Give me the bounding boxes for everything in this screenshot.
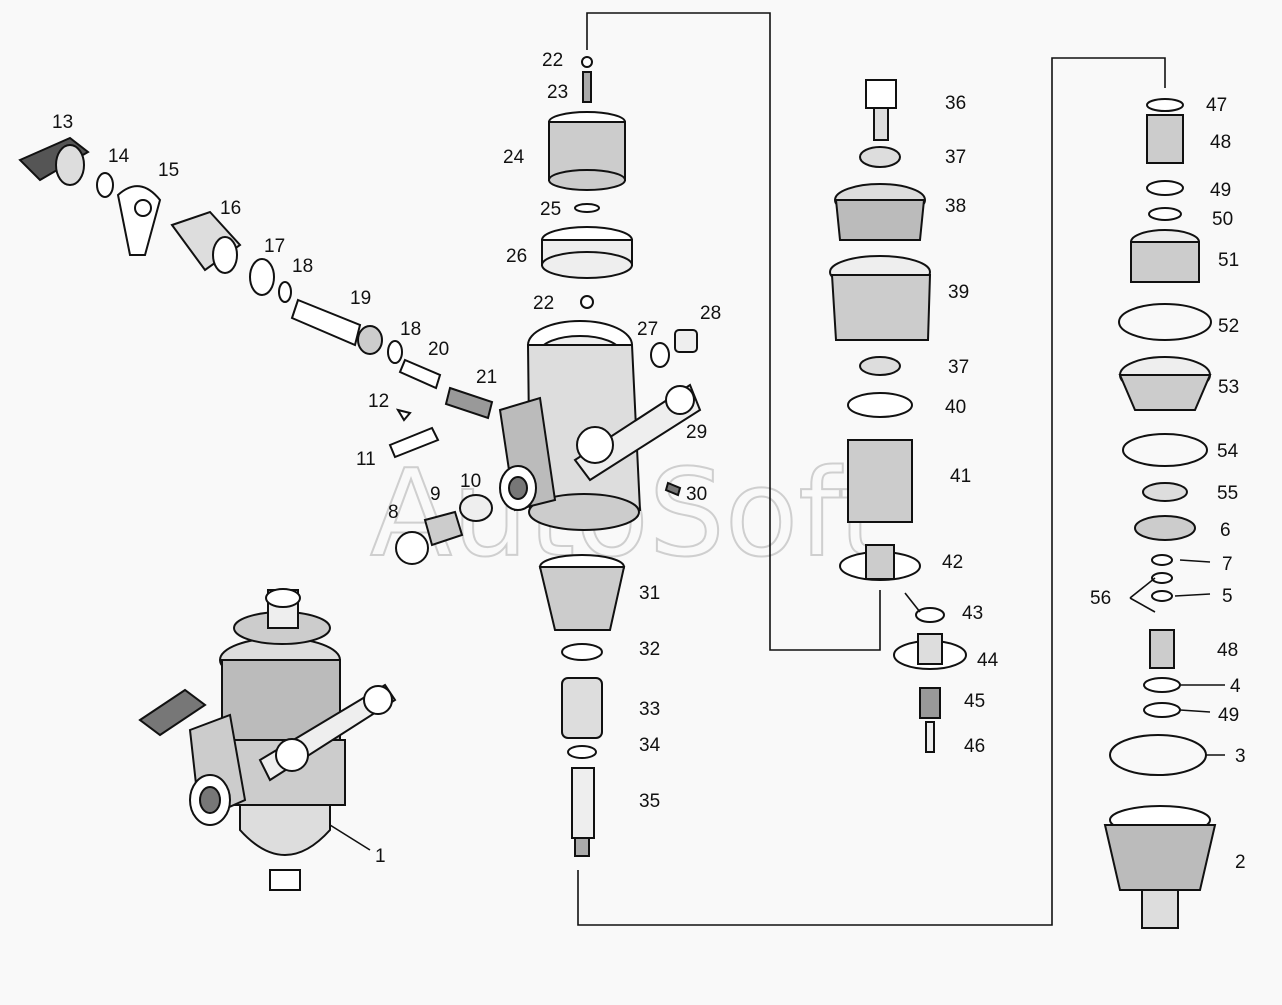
label-5: 5 [1222,586,1233,607]
label-15: 15 [158,160,179,181]
label-32: 32 [639,639,660,660]
label-9: 9 [430,484,441,505]
label-47: 47 [1206,95,1227,116]
label-19: 19 [350,288,371,309]
part-15 [116,185,162,256]
label-45: 45 [964,691,985,712]
label-41: 41 [950,466,971,487]
label-55: 55 [1217,483,1238,504]
label-48-a: 48 [1210,132,1231,153]
label-48-b: 48 [1217,640,1238,661]
label-52: 52 [1218,316,1239,337]
label-40: 40 [945,397,966,418]
part-9 [423,510,464,547]
control-parts-group [18,136,494,565]
callout-labels: 1 2 3 4 5 6 7 8 9 10 11 12 13 14 15 16 1… [52,50,1246,873]
label-37-a: 37 [945,147,966,168]
label-37-b: 37 [948,357,969,378]
label-18-b: 18 [400,319,421,340]
label-42: 42 [942,552,963,573]
label-25: 25 [540,199,561,220]
label-7: 7 [1222,554,1233,575]
label-44: 44 [977,650,999,671]
label-26: 26 [506,246,527,267]
label-30: 30 [686,484,707,505]
part-18-a [278,281,292,303]
assembled-valve-part [138,588,397,891]
part-12 [395,408,412,422]
right-column-parts [829,79,967,753]
label-38: 38 [945,196,966,217]
assembly-connector-lines [577,12,1166,926]
label-10: 10 [460,471,481,492]
part-11 [388,426,440,459]
label-49-a: 49 [1210,180,1231,201]
label-29: 29 [686,422,707,443]
label-11: 11 [356,449,376,470]
far-right-column-parts [1103,98,1217,929]
label-53: 53 [1218,377,1239,398]
label-50: 50 [1212,209,1233,230]
label-20: 20 [428,339,449,360]
part-19 [290,298,362,347]
label-22-b: 22 [533,293,554,314]
label-4: 4 [1230,676,1241,697]
label-56: 56 [1090,588,1111,609]
label-6: 6 [1220,520,1231,541]
label-46: 46 [964,736,985,757]
part-20 [398,358,442,390]
leader-lines [904,559,1225,756]
label-8: 8 [388,502,399,523]
part-17 [249,258,275,296]
label-18-a: 18 [292,256,313,277]
label-17: 17 [264,236,285,257]
label-43: 43 [962,603,983,624]
label-12: 12 [368,391,389,412]
label-34: 34 [639,735,661,756]
center-column-parts [538,56,698,857]
part-8 [395,531,429,565]
label-39: 39 [948,282,969,303]
label-36: 36 [945,93,966,114]
label-49-b: 49 [1218,705,1239,726]
label-33: 33 [639,699,660,720]
label-27: 27 [637,319,658,340]
label-1: 1 [375,846,386,867]
part-21 [444,386,494,420]
label-16: 16 [220,198,241,219]
label-3: 3 [1235,746,1246,767]
label-35: 35 [639,791,660,812]
label-13: 13 [52,112,73,133]
label-21: 21 [476,367,497,388]
label-23: 23 [547,82,568,103]
part-14 [96,172,114,198]
label-31: 31 [639,583,660,604]
part-10 [459,494,493,522]
part-18-b [387,340,403,364]
label-28: 28 [700,303,721,324]
label-54: 54 [1217,441,1239,462]
label-51: 51 [1218,250,1239,271]
label-24: 24 [503,147,525,168]
label-2: 2 [1235,852,1246,873]
label-14: 14 [108,146,130,167]
valve-body [498,320,702,531]
label-22-a: 22 [542,50,563,71]
